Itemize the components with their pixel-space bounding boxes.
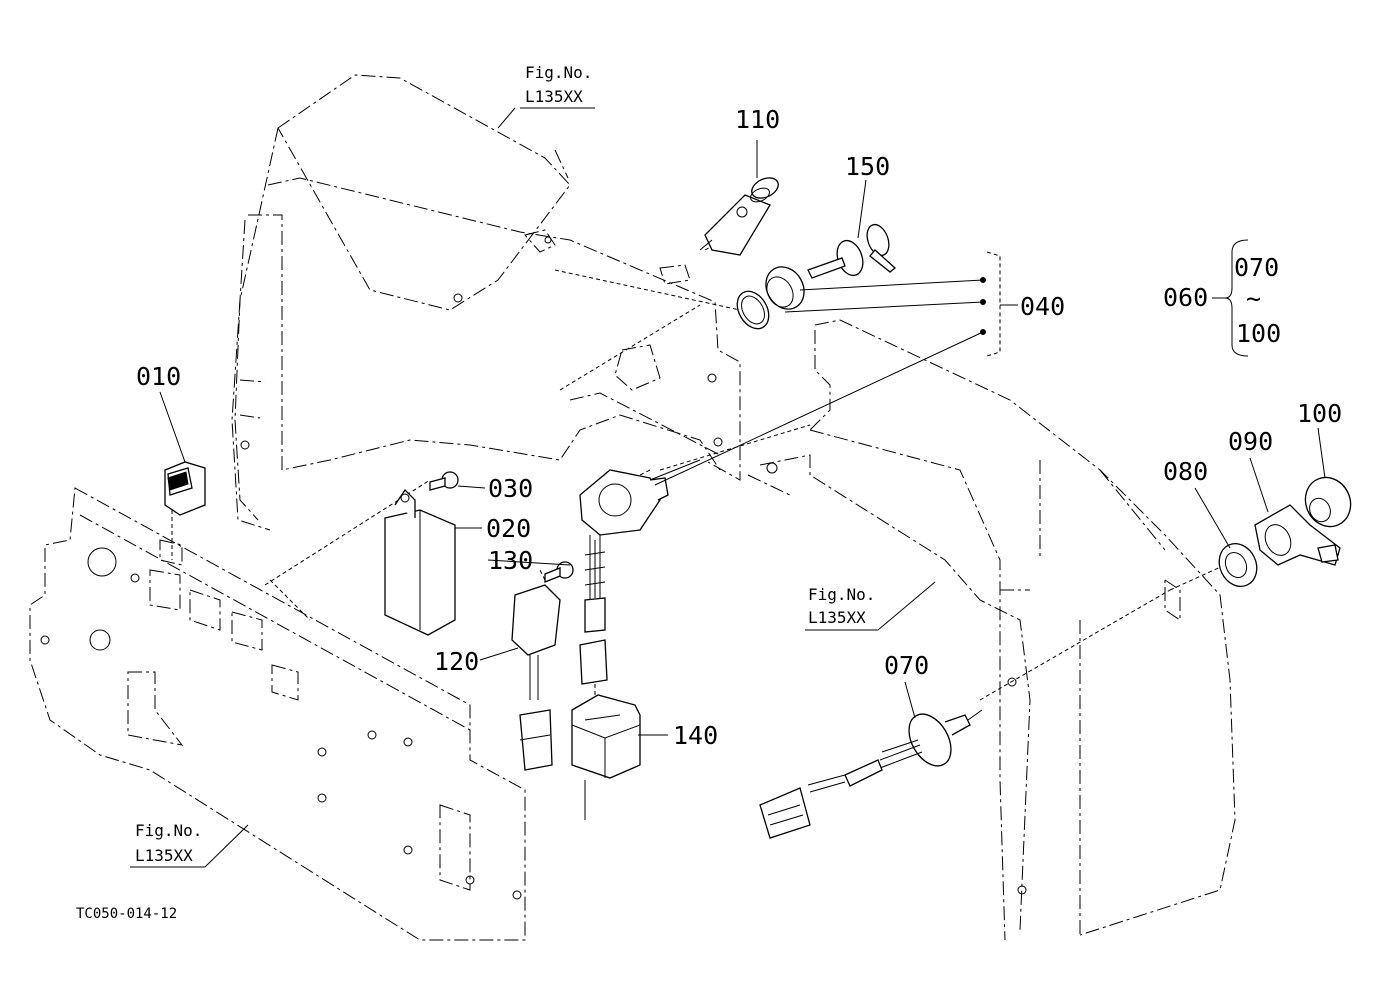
- callout-130: 130: [488, 546, 533, 575]
- diagram-code: TC050-014-12: [76, 906, 177, 922]
- fig-ref-code: L135XX: [135, 846, 193, 865]
- group-tilde: ~: [1246, 284, 1261, 313]
- part-130-screw: [544, 561, 574, 583]
- callout-120: 120: [434, 647, 479, 676]
- part-020-relay: [384, 488, 456, 636]
- part-150-keys: [807, 223, 897, 279]
- callout-100: 100: [1297, 399, 1342, 428]
- fig-ref-label: Fig.No.: [525, 63, 592, 82]
- callout-020: 020: [486, 514, 531, 543]
- callout-110: 110: [735, 105, 780, 134]
- callout-090: 090: [1228, 427, 1273, 456]
- fig-ref-label: Fig.No.: [808, 585, 875, 604]
- fig-ref-bottom-left: Fig.No. L135XX: [130, 821, 249, 868]
- part-010-switch: [164, 461, 206, 516]
- fig-ref-code: L135XX: [808, 608, 866, 627]
- group-from: 070: [1234, 253, 1279, 282]
- callout-030: 030: [488, 474, 533, 503]
- fig-ref-right: Fig.No. L135XX: [805, 581, 936, 631]
- callout-040: 040: [1020, 292, 1065, 321]
- part-040-rings: [654, 251, 1018, 486]
- callout-140: 140: [673, 721, 718, 750]
- group-060-bracket: 060 070 ~ 100: [1163, 239, 1281, 357]
- part-110-socket: [704, 177, 779, 256]
- part-key-switch: [579, 469, 669, 685]
- part-120-unit: [511, 584, 561, 771]
- callout-080: 080: [1163, 457, 1208, 486]
- callout-150: 150: [845, 152, 890, 181]
- callout-060: 060: [1163, 283, 1208, 312]
- callout-leaders: [159, 140, 1326, 820]
- part-030-screw: [429, 471, 459, 491]
- part-070-rotary-switch: [759, 709, 983, 839]
- callout-070: 070: [884, 651, 929, 680]
- group-to: 100: [1236, 319, 1281, 348]
- fig-ref-top: Fig.No. L135XX: [497, 63, 595, 129]
- part-140-relay: [571, 694, 641, 779]
- upper-panel-outline: [231, 74, 741, 531]
- callout-010: 010: [136, 362, 181, 391]
- callout-labels: 110 150 040 010 030 020 130 120 140 070 …: [136, 105, 1342, 750]
- fig-ref-code: L135XX: [525, 87, 583, 106]
- lower-plate-outline: [29, 487, 526, 941]
- fig-ref-label: Fig.No.: [135, 821, 202, 840]
- part-080-090-100-knob: [1218, 476, 1352, 587]
- right-console-outline: [747, 319, 1236, 941]
